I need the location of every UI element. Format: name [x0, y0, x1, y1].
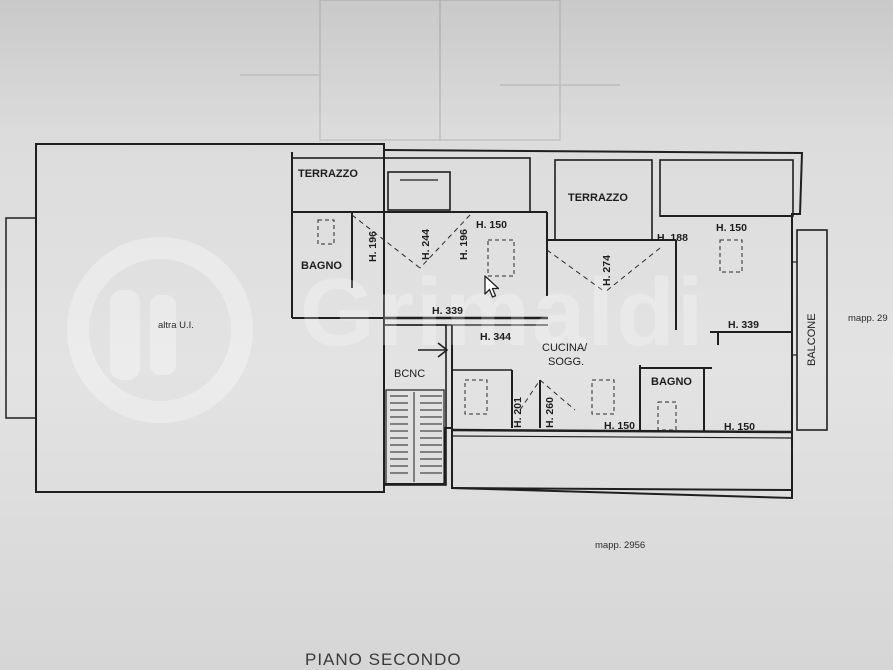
height-label: H. 188 — [657, 232, 688, 244]
label-bcnc: BCNC — [394, 368, 426, 380]
label-bagno-right: BAGNO — [651, 376, 692, 388]
height-label: H. 260 — [544, 397, 556, 428]
watermark-logo-icon — [67, 237, 253, 423]
height-label: H. 150 — [604, 420, 635, 432]
plan-title: PIANO SECONDO — [305, 650, 462, 669]
mapp-note-right: mapp. 29 — [848, 313, 888, 324]
entry-arrow — [418, 342, 449, 358]
label-balcone: BALCONE — [806, 313, 818, 366]
stair-core — [385, 389, 445, 485]
mapp-note-bottom: mapp. 2956 — [595, 540, 646, 551]
height-label: H. 274 — [601, 255, 613, 286]
height-label: H. 244 — [420, 229, 432, 260]
skylight-box — [387, 171, 451, 211]
terrazzo-far-right-box — [659, 159, 794, 217]
skylight-markers — [317, 219, 743, 431]
watermark-brand-text: Grimaldi — [300, 259, 706, 366]
balcone-box — [796, 229, 828, 431]
main-unit-outline — [383, 149, 804, 500]
height-label: H. 201 — [512, 397, 524, 428]
terrazzo-left-box — [291, 157, 531, 213]
mouse-cursor-icon — [484, 275, 500, 298]
label-cucina-sogg: SOGG. — [548, 356, 585, 368]
stair-treads — [390, 392, 442, 482]
stairwell — [383, 324, 447, 486]
left-side-strip — [5, 217, 37, 419]
label-terrazzo-left: TERRAZZO — [298, 168, 358, 180]
height-label: H. 150 — [724, 421, 755, 433]
height-label: H. 196 — [458, 229, 470, 260]
height-label: H. 150 — [716, 222, 747, 234]
label-altra-ui: altra U.I. — [158, 320, 194, 331]
label-bagno-left: BAGNO — [301, 260, 342, 272]
label-cucina: CUCINA/ — [542, 342, 588, 354]
background-ghost-lines — [240, 0, 620, 141]
height-label: H. 339 — [728, 319, 759, 331]
height-label: H. 150 — [476, 219, 507, 231]
height-label: H. 196 — [367, 231, 379, 262]
height-label: H. 344 — [480, 331, 511, 343]
height-label: H. 339 — [432, 305, 463, 317]
label-terrazzo-right: TERRAZZO — [568, 192, 628, 204]
roof-slope-lines — [351, 214, 661, 411]
